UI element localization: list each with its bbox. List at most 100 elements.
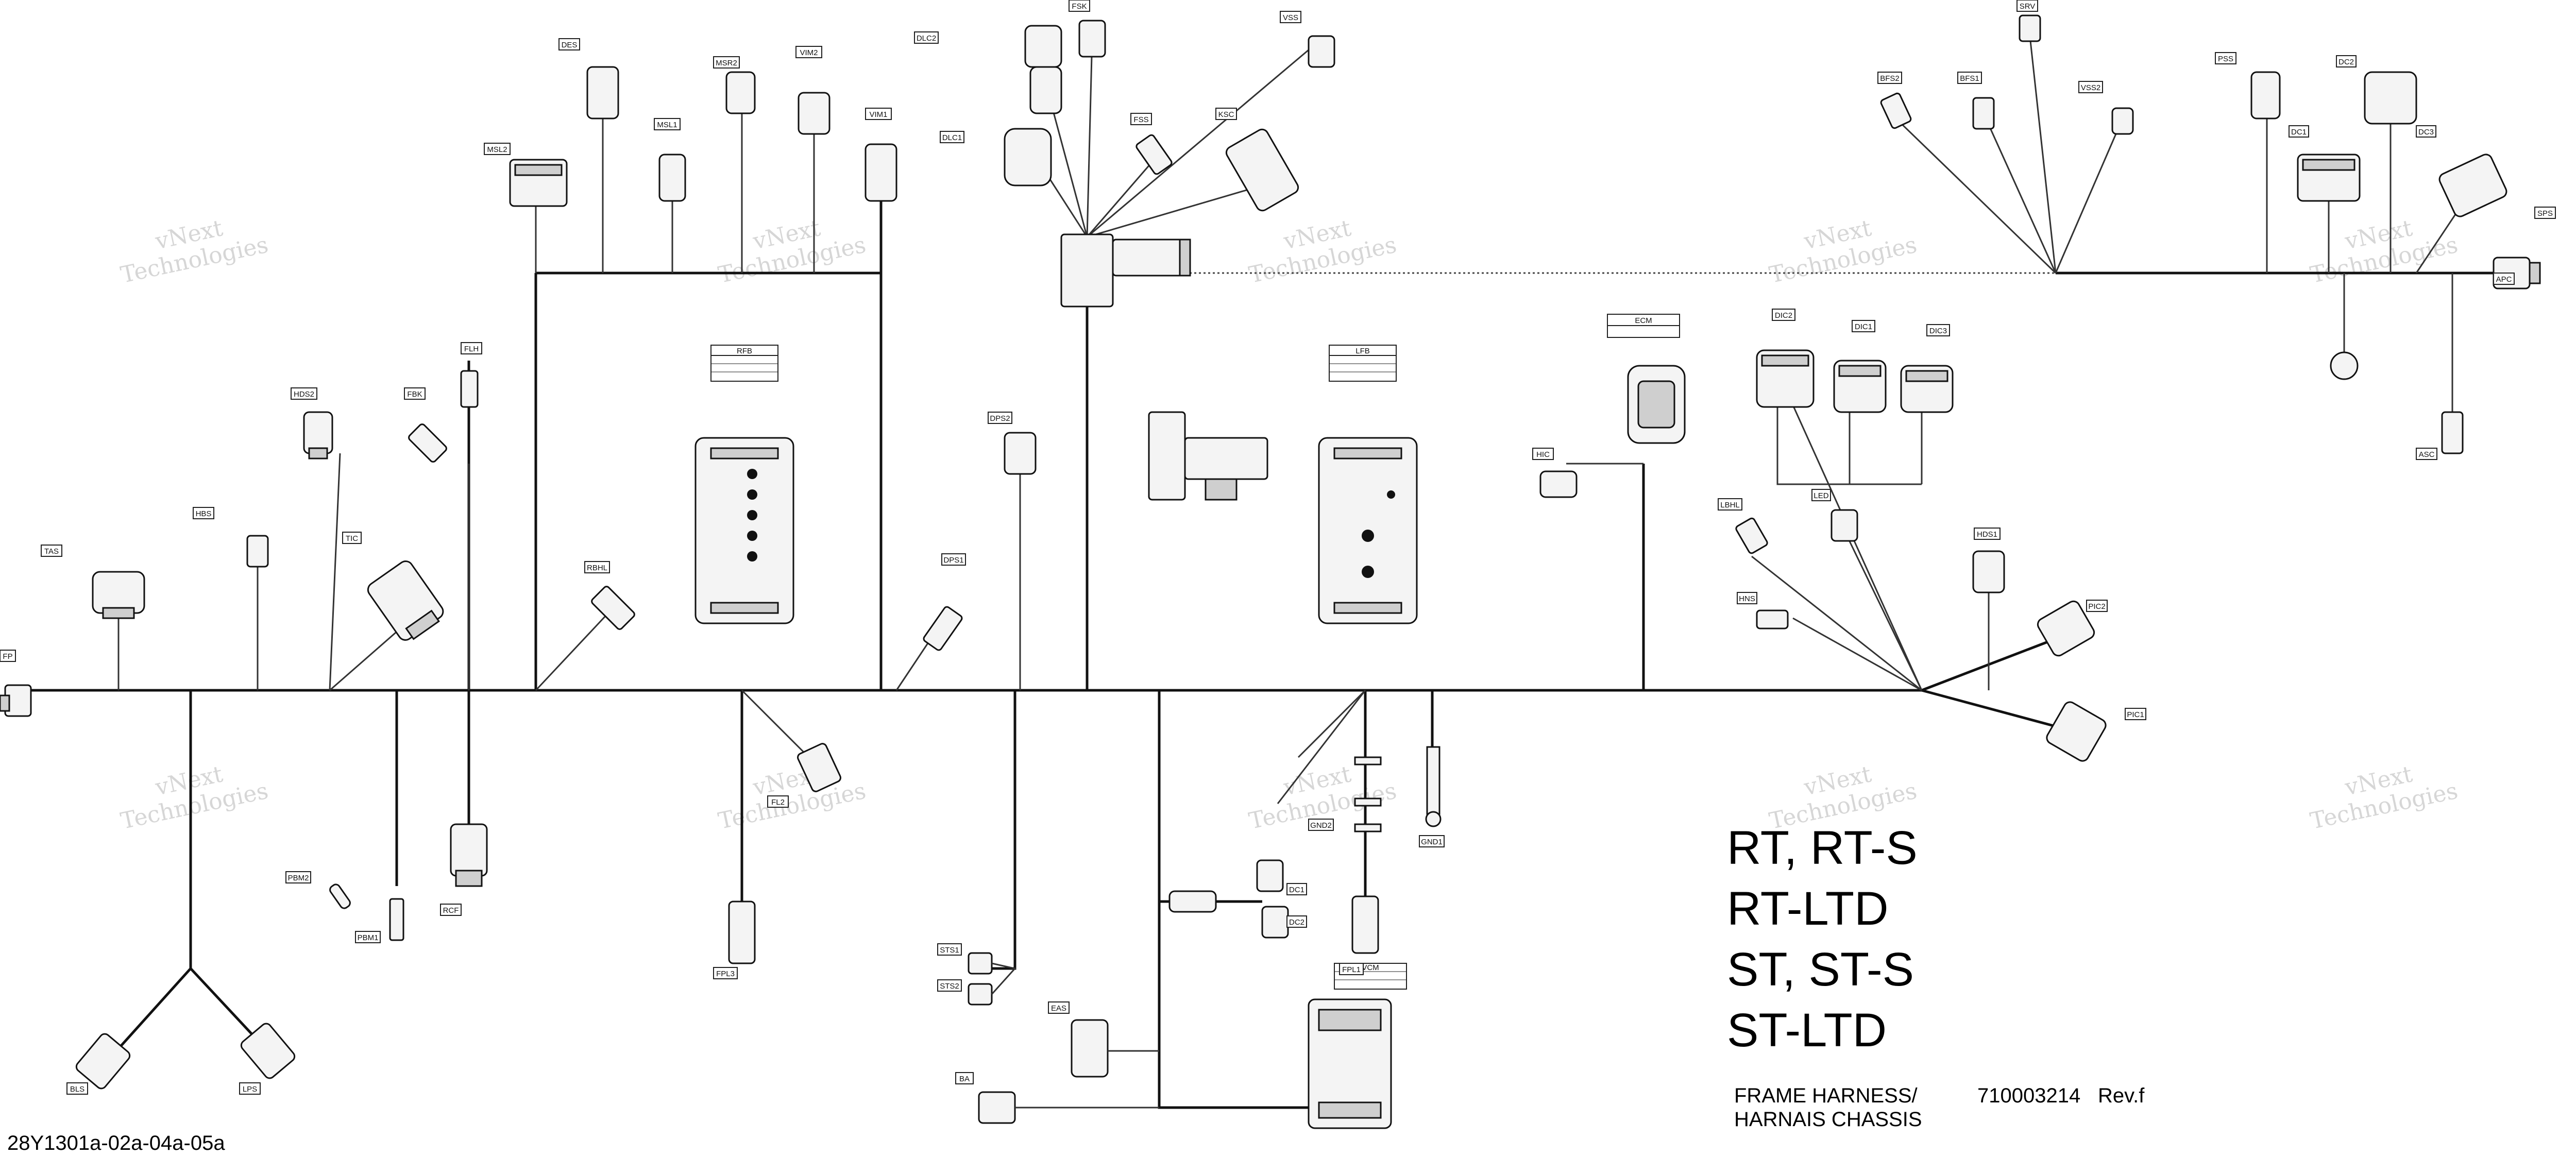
tag-fsk: FSK (1069, 0, 1090, 12)
tag-vim1: VIM1 (865, 108, 892, 120)
svg-text:PIC1: PIC1 (2127, 710, 2144, 719)
svg-text:TIC: TIC (346, 534, 358, 543)
feeder-pic1 (1921, 689, 2056, 728)
svg-text:PBM2: PBM2 (288, 874, 309, 882)
svg-text:RBHL: RBHL (587, 564, 607, 572)
tag-hic: HIC (1532, 448, 1554, 460)
connector-dps1 (923, 606, 963, 651)
svg-text:SPS: SPS (2537, 209, 2553, 218)
svg-text:PIC2: PIC2 (2088, 602, 2105, 611)
drop-sts (989, 690, 1016, 970)
tag-vim2: VIM2 (795, 46, 822, 58)
connector-pss (2250, 71, 2281, 120)
tag-msr2: MSR2 (713, 56, 740, 69)
svg-text:BLS: BLS (70, 1085, 84, 1094)
tag-pss: PSS (2215, 52, 2236, 64)
branch-wires-mid-right (1751, 370, 1990, 691)
tag-sts1: STS1 (937, 943, 962, 956)
svg-text:FPL3: FPL3 (716, 970, 735, 978)
tag-apc: APC (2493, 273, 2515, 285)
svg-text:HNS: HNS (1739, 594, 1755, 603)
svg-text:FBK: FBK (407, 390, 422, 399)
svg-text:MSL1: MSL1 (657, 121, 677, 129)
tag-dic2: DIC2 (1772, 309, 1795, 321)
connector-tas (92, 571, 145, 619)
connector-msl2 (509, 159, 568, 207)
tag-eas: EAS (1048, 1001, 1070, 1014)
svg-text:HBS: HBS (196, 509, 212, 518)
legend-rfb: RFB (710, 345, 778, 382)
connector-tags: FP TAS HBS HDS2 TIC FBK FLH MSL2 DES MSR… (0, 0, 2556, 1095)
connector-dic3 (1900, 365, 1954, 413)
tag-dcx2: DC2 (1286, 915, 1307, 928)
tag-dic3: DIC3 (1926, 324, 1950, 336)
connector-sts2 (968, 983, 993, 1006)
tag-sps: SPS (2534, 207, 2556, 219)
connector-bfs1 (1972, 97, 1995, 130)
tag-pbm2: PBM2 (285, 871, 311, 883)
svg-text:DIC1: DIC1 (1855, 322, 1872, 331)
connector-fpl3 (728, 900, 756, 964)
svg-text:KSC: KSC (1218, 110, 1234, 119)
tag-bfs1: BFS1 (1957, 72, 1982, 84)
svg-text:MSL2: MSL2 (487, 145, 507, 154)
connector-symbols (0, 14, 2541, 1129)
connector-msl1 (658, 154, 686, 202)
svg-text:DLC1: DLC1 (942, 133, 962, 142)
svg-text:DC3: DC3 (2418, 128, 2434, 137)
svg-text:MSR2: MSR2 (716, 59, 737, 67)
model-line-1: RT, RT-S (1727, 822, 1918, 874)
svg-text:STS1: STS1 (940, 946, 959, 955)
tag-dc3: DC3 (2416, 125, 2436, 138)
tag-pbm1: PBM1 (355, 931, 381, 943)
branch-wires-top-right (1895, 36, 2469, 412)
connector-pbm2 (329, 883, 351, 909)
connector-hic (1539, 470, 1578, 498)
svg-text:FLH: FLH (464, 345, 479, 353)
connector-msr2 (725, 71, 756, 114)
hub-block (1060, 233, 1191, 308)
connector-dc3 (2438, 154, 2507, 217)
connector-vss (1308, 35, 1335, 68)
tag-dic1: DIC1 (1852, 320, 1875, 332)
connector-rcf (450, 823, 488, 887)
model-line-2: RT-LTD (1727, 882, 1889, 935)
harness-title-line1: FRAME HARNESS/ (1734, 1084, 1918, 1107)
connector-bfs2 (1880, 92, 1912, 129)
svg-text:DC2: DC2 (2338, 58, 2354, 66)
svg-text:ASC: ASC (2419, 450, 2435, 459)
svg-text:FL2: FL2 (771, 798, 785, 807)
tag-dcx1: DC1 (1286, 883, 1307, 895)
tag-gnd1: GND1 (1419, 835, 1445, 847)
svg-text:DC1: DC1 (2291, 128, 2307, 137)
connector-flh (460, 370, 479, 408)
svg-text:BFS1: BFS1 (1960, 74, 1979, 83)
svg-text:RCF: RCF (443, 906, 459, 915)
module-vcm (1308, 998, 1392, 1129)
tag-dlc1: DLC1 (940, 131, 964, 143)
svg-text:DES: DES (562, 41, 578, 49)
connector-dlc1 (1004, 128, 1052, 186)
ground-studs (1354, 756, 1382, 832)
connector-dic2 (1756, 349, 1815, 408)
svg-text:BA: BA (959, 1075, 970, 1083)
connector-pbm1 (389, 898, 404, 941)
svg-text:EAS: EAS (1051, 1004, 1066, 1013)
svg-text:FPL1: FPL1 (1342, 965, 1361, 974)
connector-led (1831, 509, 1858, 542)
tag-ba: BA (955, 1072, 974, 1084)
svg-text:GND1: GND1 (1421, 838, 1443, 846)
revision: Rev.f (2098, 1084, 2145, 1107)
connector-vim2 (798, 92, 831, 135)
tag-fp: FP (0, 650, 16, 662)
legend-ecm: ECM (1607, 314, 1680, 338)
connector-dc-small (1168, 859, 1289, 939)
tag-led: LED (1811, 489, 1831, 501)
connector-des (586, 66, 619, 120)
connector-fl2 (797, 743, 841, 792)
svg-text:SRV: SRV (2020, 2, 2036, 11)
drop-left-bls (97, 690, 192, 1073)
connector-ksc (1225, 128, 1299, 212)
connector-bls (75, 1033, 131, 1090)
